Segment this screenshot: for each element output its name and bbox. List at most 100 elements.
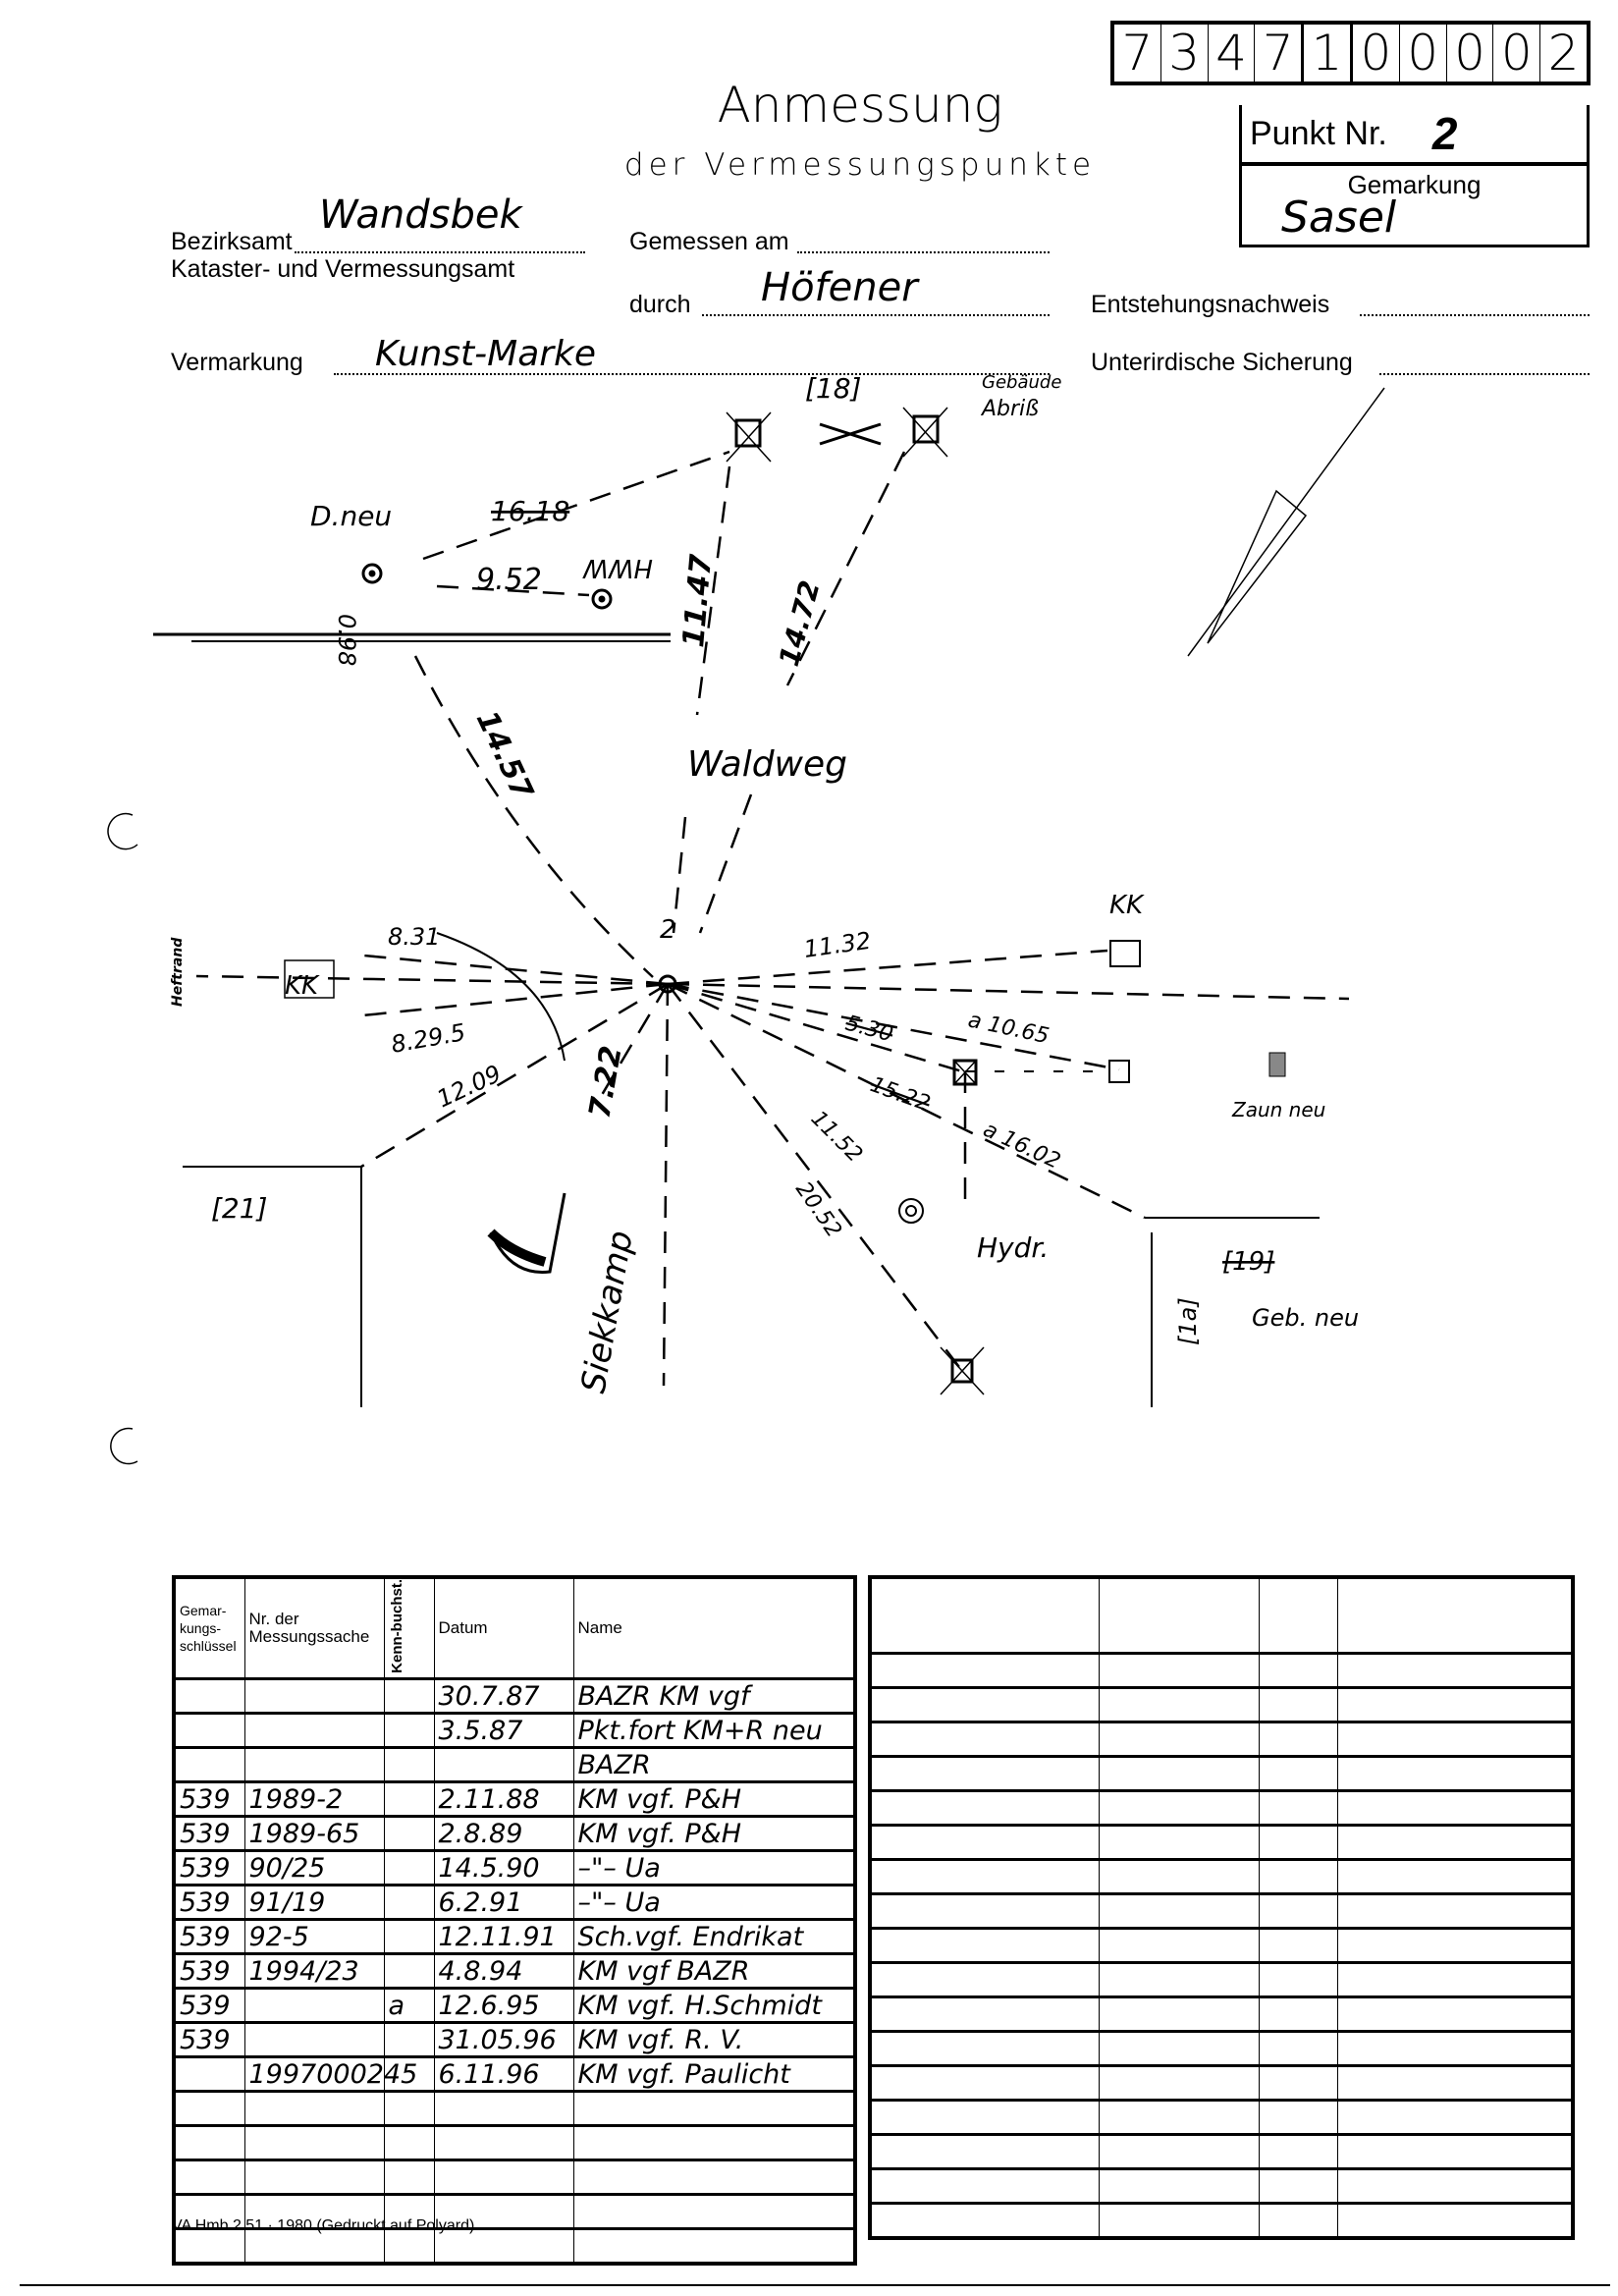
empty-row [869, 1825, 1574, 1860]
empty-cell [1098, 2168, 1260, 2204]
cell-gemarkung [173, 2124, 245, 2160]
cell-datum: 12.11.91 [433, 1918, 574, 1954]
cell-nr: 92-5 [243, 1918, 385, 1954]
cell-name: KM vgf. Paulicht [572, 2055, 856, 2092]
svg-text:15.22: 15.22 [867, 1072, 934, 1117]
empty-cell [869, 1859, 1100, 1894]
svg-text:12.09: 12.09 [433, 1060, 506, 1113]
empty-cell [869, 1893, 1100, 1929]
cell-gemarkung: 539 [173, 1918, 245, 1954]
svg-text:8.29.5: 8.29.5 [389, 1018, 467, 1059]
survey-points [284, 407, 1286, 1395]
cell-gemarkung [173, 2159, 245, 2195]
empty-cell [1336, 1825, 1574, 1860]
cell-name [572, 2227, 856, 2265]
cell-nr: 91/19 [243, 1884, 385, 1920]
record-digit: 0 [1353, 25, 1400, 82]
cell-nr: 1994/23 [243, 1952, 385, 1989]
kk-right-icon [1109, 940, 1141, 967]
empty-cell [1258, 2203, 1338, 2239]
empty-cell [869, 1756, 1100, 1791]
form-id: VA Hmb 2.51 · 1980 (Gedruckt auf Polyard… [172, 2217, 475, 2234]
cell-gemarkung [173, 2193, 245, 2229]
table-row [173, 2193, 856, 2229]
empty-row [869, 2100, 1574, 2135]
empty-cell [869, 1722, 1100, 1757]
svg-text:20.52: 20.52 [790, 1177, 846, 1242]
svg-text:8.31: 8.31 [388, 923, 440, 951]
cell-datum: 2.11.88 [433, 1780, 574, 1817]
empty-cell [869, 1576, 1100, 1654]
hatched-square-icon [1268, 1052, 1286, 1077]
empty-cell [1098, 1790, 1260, 1826]
empty-cell [1336, 1576, 1574, 1654]
empty-cell [869, 1653, 1100, 1688]
page-title: Anmessung [717, 77, 1003, 134]
hydrant-icon [898, 1198, 924, 1224]
svg-text:D.neu: D.neu [310, 500, 392, 532]
cell-nr [243, 1677, 385, 1714]
page-subtitle: der Vermessungspunkte [623, 147, 1097, 183]
record-digit: 4 [1209, 25, 1256, 82]
empty-cell [1336, 2065, 1574, 2101]
cell-gemarkung [173, 1677, 245, 1714]
cell-name: –"– Ua [572, 1849, 856, 1886]
cell-datum: 6.11.96 [433, 2055, 574, 2092]
empty-row [869, 1928, 1574, 1963]
svg-text:7.22: 7.22 [582, 1043, 628, 1121]
punkt-label: Punkt Nr. [1250, 114, 1387, 152]
square-icon [1108, 1060, 1130, 1083]
empty-cell [1098, 1859, 1260, 1894]
gemessen-field[interactable] [797, 251, 1050, 253]
measurement-register-table: Gemar-kungs-schlüssel Nr. der Messungssa… [172, 1575, 857, 2266]
empty-cell [1336, 2031, 1574, 2066]
empty-cell [1098, 2031, 1260, 2066]
cell-datum: 3.5.87 [433, 1712, 574, 1748]
empty-cell [869, 1962, 1100, 1997]
empty-cell [1258, 1996, 1338, 2032]
empty-cell [1336, 1859, 1574, 1894]
col-gemarkung: Gemar-kungs-schlüssel [173, 1576, 245, 1679]
svg-text:0.98: 0.98 [333, 614, 360, 666]
gemarkung-label: Gemarkung [1347, 170, 1482, 199]
empty-row [869, 1996, 1574, 2032]
sicherung-field[interactable] [1379, 373, 1590, 375]
cell-kennbuchst [383, 1918, 435, 1954]
durch-value: Höfener [761, 265, 918, 310]
cell-gemarkung [173, 2227, 245, 2265]
record-digit: 7 [1255, 25, 1305, 82]
svg-text:[1a]: [1a] [1174, 1297, 1202, 1345]
svg-text:Hydr.: Hydr. [977, 1231, 1049, 1264]
cell-nr [243, 2021, 385, 2057]
cell-name: KM vgf. H.Schmidt [572, 1987, 856, 2023]
svg-text:HWW: HWW [582, 553, 653, 582]
cell-nr [243, 2159, 385, 2195]
svg-text:a 16.02: a 16.02 [979, 1118, 1063, 1175]
entstehung-field[interactable] [1360, 314, 1590, 316]
empty-cell [869, 2100, 1100, 2135]
record-digit: 0 [1493, 25, 1541, 82]
durch-label: durch [629, 291, 691, 318]
empty-row [869, 2065, 1574, 2101]
empty-row [869, 1859, 1574, 1894]
cell-name: KM vgf. R. V. [572, 2021, 856, 2057]
cell-datum [433, 2090, 574, 2126]
empty-row [869, 2031, 1574, 2066]
cell-name: KM vgf. P&H [572, 1780, 856, 1817]
empty-cell [1258, 1790, 1338, 1826]
empty-cell [1098, 2065, 1260, 2101]
cell-name [572, 2124, 856, 2160]
empty-cell [1336, 1722, 1574, 1757]
bottom-edge-line [20, 2284, 1610, 2286]
cell-gemarkung: 539 [173, 1849, 245, 1886]
table-row [173, 2159, 856, 2195]
empty-row [869, 1687, 1574, 1722]
empty-cell [1098, 1722, 1260, 1757]
north-arrow [1187, 387, 1385, 657]
cell-kennbuchst [383, 1884, 435, 1920]
empty-cell [869, 2134, 1100, 2169]
